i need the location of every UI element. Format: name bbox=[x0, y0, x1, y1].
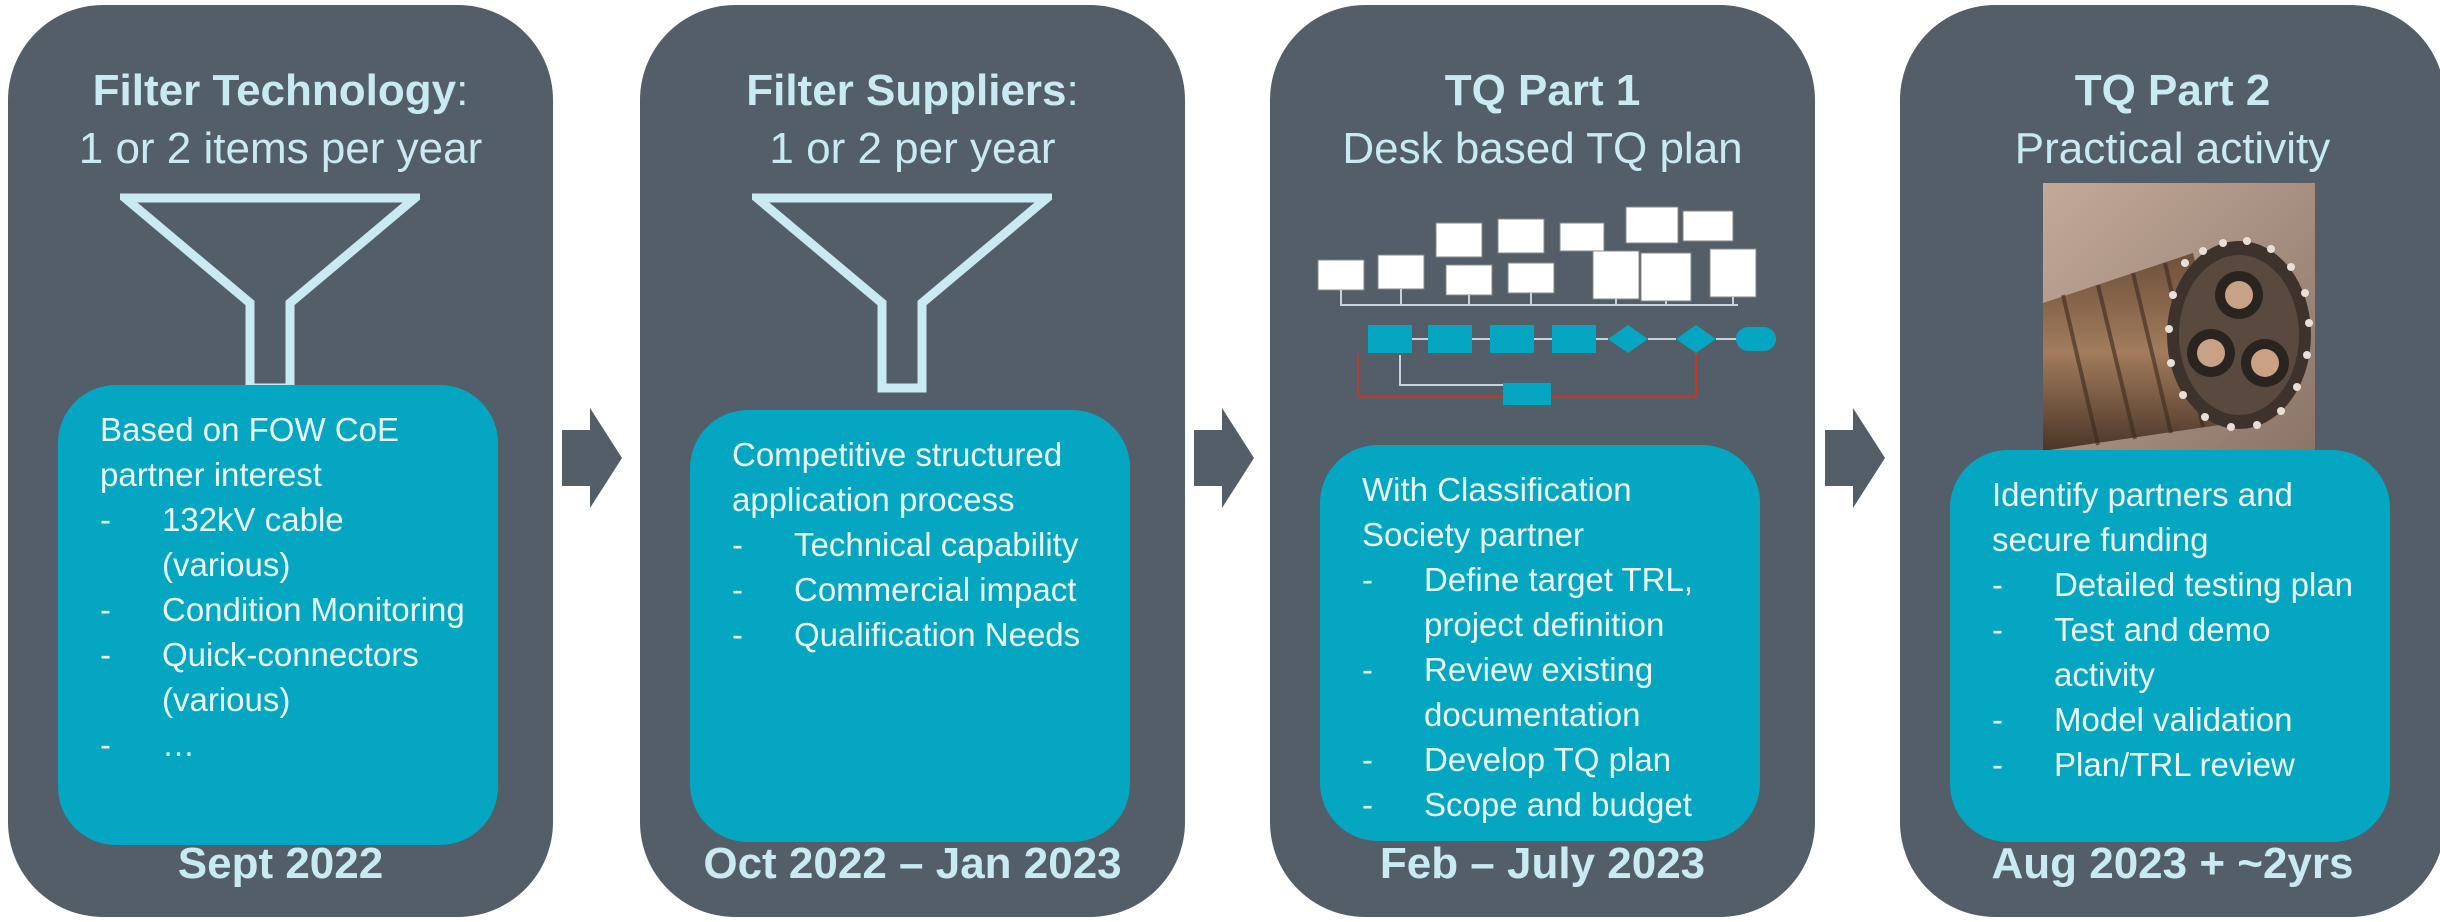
cable-photo bbox=[2043, 183, 2315, 451]
list-item: Condition Monitoring bbox=[100, 587, 478, 632]
details-box: Based on FOW CoE partner interest 132kV … bbox=[58, 385, 498, 845]
arrow-right-icon bbox=[1825, 408, 1885, 508]
list-item: Commercial impact bbox=[732, 567, 1110, 612]
list-item: Review existing documentation bbox=[1362, 647, 1740, 737]
details-list: Define target TRL, project definition Re… bbox=[1362, 557, 1740, 827]
panel-subtitle: 1 or 2 items per year bbox=[78, 124, 483, 173]
panel-subtitle: 1 or 2 per year bbox=[769, 124, 1056, 173]
details-list: Detailed testing plan Test and demo acti… bbox=[1992, 562, 2370, 787]
list-item: Test and demo activity bbox=[1992, 607, 2370, 697]
list-item: Qualification Needs bbox=[732, 612, 1110, 657]
list-item: Develop TQ plan bbox=[1362, 737, 1740, 782]
list-item: 132kV cable (various) bbox=[100, 497, 478, 587]
timeline-date: Oct 2022 – Jan 2023 bbox=[703, 839, 1122, 888]
funnel-icon bbox=[752, 193, 1052, 393]
panel-filter-suppliers: Filter Suppliers: 1 or 2 per year Compet… bbox=[640, 5, 1185, 917]
list-item: Detailed testing plan bbox=[1992, 562, 2370, 607]
details-lead: With Classification Society partner bbox=[1362, 471, 1632, 553]
panel-title: Filter Suppliers: bbox=[746, 66, 1079, 115]
timeline-date: Sept 2022 bbox=[177, 839, 384, 888]
panel-subtitle: Desk based TQ plan bbox=[1342, 124, 1743, 173]
timeline-date: Aug 2023 + ~2yrs bbox=[1991, 839, 2354, 888]
list-item: Technical capability bbox=[732, 522, 1110, 567]
details-lead: Based on FOW CoE partner interest bbox=[100, 411, 399, 493]
funnel-icon bbox=[120, 193, 420, 393]
details-box: With Classification Society partner Defi… bbox=[1320, 445, 1760, 841]
details-lead: Identify partners and secure funding bbox=[1992, 476, 2293, 558]
panel-filter-technology: Filter Technology: 1 or 2 items per year… bbox=[8, 5, 553, 917]
details-box: Competitive structured application proce… bbox=[690, 410, 1130, 842]
list-item: Model validation bbox=[1992, 697, 2370, 742]
list-item: Plan/TRL review bbox=[1992, 742, 2370, 787]
arrow-right-icon bbox=[1194, 408, 1254, 508]
details-list: Technical capability Commercial impact Q… bbox=[732, 522, 1110, 657]
arrow-right-icon bbox=[562, 408, 622, 508]
list-item: Define target TRL, project definition bbox=[1362, 557, 1740, 647]
timeline-date: Feb – July 2023 bbox=[1379, 839, 1706, 888]
panel-title: TQ Part 2 bbox=[2074, 66, 2271, 115]
panel-tq-part-2: TQ Part 2 Practical activity bbox=[1900, 5, 2440, 917]
panel-title: TQ Part 1 bbox=[1444, 66, 1641, 115]
details-list: 132kV cable (various) Condition Monitori… bbox=[100, 497, 478, 767]
list-item: … bbox=[100, 722, 478, 767]
details-box: Identify partners and secure funding Det… bbox=[1950, 450, 2390, 842]
list-item: Quick-connectors (various) bbox=[100, 632, 478, 722]
list-item: Scope and budget bbox=[1362, 782, 1740, 827]
panel-tq-part-1: TQ Part 1 Desk based TQ plan bbox=[1270, 5, 1815, 917]
flowchart-thumbnail bbox=[1308, 205, 1778, 435]
details-lead: Competitive structured application proce… bbox=[732, 436, 1063, 518]
panel-subtitle: Practical activity bbox=[2014, 124, 2331, 173]
panel-title: Filter Technology: bbox=[92, 66, 469, 115]
